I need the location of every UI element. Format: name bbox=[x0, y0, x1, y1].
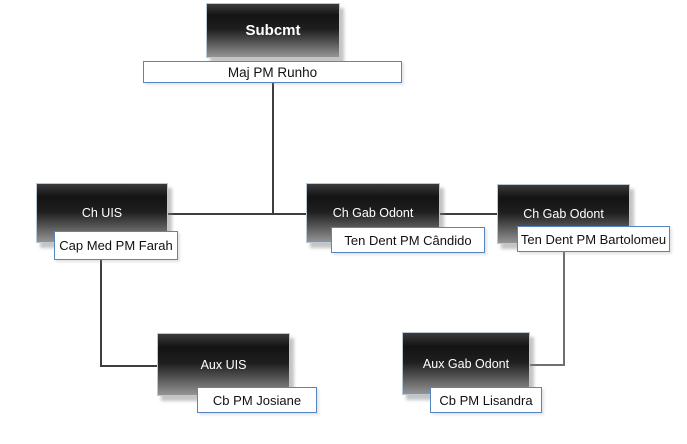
connector-chgab-auxgab-vertical bbox=[563, 252, 565, 366]
org-node-subcmt[interactable]: Subcmt bbox=[206, 3, 340, 58]
org-node-ch-gab-odont-bartolomeu-role: Ch Gab Odont bbox=[523, 207, 604, 221]
org-label-aux-gab-odont-person-text: Cb PM Lisandra bbox=[439, 392, 533, 408]
connector-subcmt-down-line bbox=[272, 83, 274, 214]
org-node-aux-gab-odont[interactable]: Aux Gab Odont bbox=[402, 332, 530, 395]
org-label-ch-gab-odont-bartolomeu-person[interactable]: Ten Dent PM Bartolomeu bbox=[517, 226, 670, 252]
org-label-aux-uis-person[interactable]: Cb PM Josiane bbox=[197, 387, 317, 413]
org-label-subcmt-person[interactable]: Maj PM Runho bbox=[143, 61, 402, 83]
org-label-ch-gab-odont-candido-person[interactable]: Ten Dent PM Cândido bbox=[331, 227, 485, 253]
org-label-subcmt-person-text: Maj PM Runho bbox=[227, 64, 318, 80]
org-node-aux-uis-role: Aux UIS bbox=[200, 357, 247, 372]
connector-level2-rail-left bbox=[168, 213, 306, 215]
org-label-aux-gab-odont-person[interactable]: Cb PM Lisandra bbox=[430, 387, 542, 413]
org-node-subcmt-role: Subcmt bbox=[245, 22, 301, 39]
org-label-ch-gab-odont-candido-person-text: Ten Dent PM Cândido bbox=[344, 232, 472, 248]
org-node-aux-gab-odont-role: Aux Gab Odont bbox=[422, 356, 510, 371]
org-label-ch-uis-person[interactable]: Cap Med PM Farah bbox=[54, 231, 178, 260]
org-node-ch-uis-role: Ch UIS bbox=[81, 206, 123, 220]
connector-level2-rail-right bbox=[440, 213, 497, 215]
org-label-ch-uis-person-text: Cap Med PM Farah bbox=[59, 238, 173, 253]
connector-chuis-auxuis-horizontal bbox=[100, 365, 157, 367]
org-label-ch-gab-odont-bartolomeu-person-text: Ten Dent PM Bartolomeu bbox=[520, 231, 667, 247]
connector-chgab-auxgab-horizontal bbox=[530, 364, 565, 366]
org-node-ch-gab-odont-candido-role: Ch Gab Odont bbox=[332, 206, 414, 220]
org-label-aux-uis-person-text: Cb PM Josiane bbox=[212, 392, 302, 408]
connector-chuis-auxuis-vertical bbox=[100, 260, 102, 367]
